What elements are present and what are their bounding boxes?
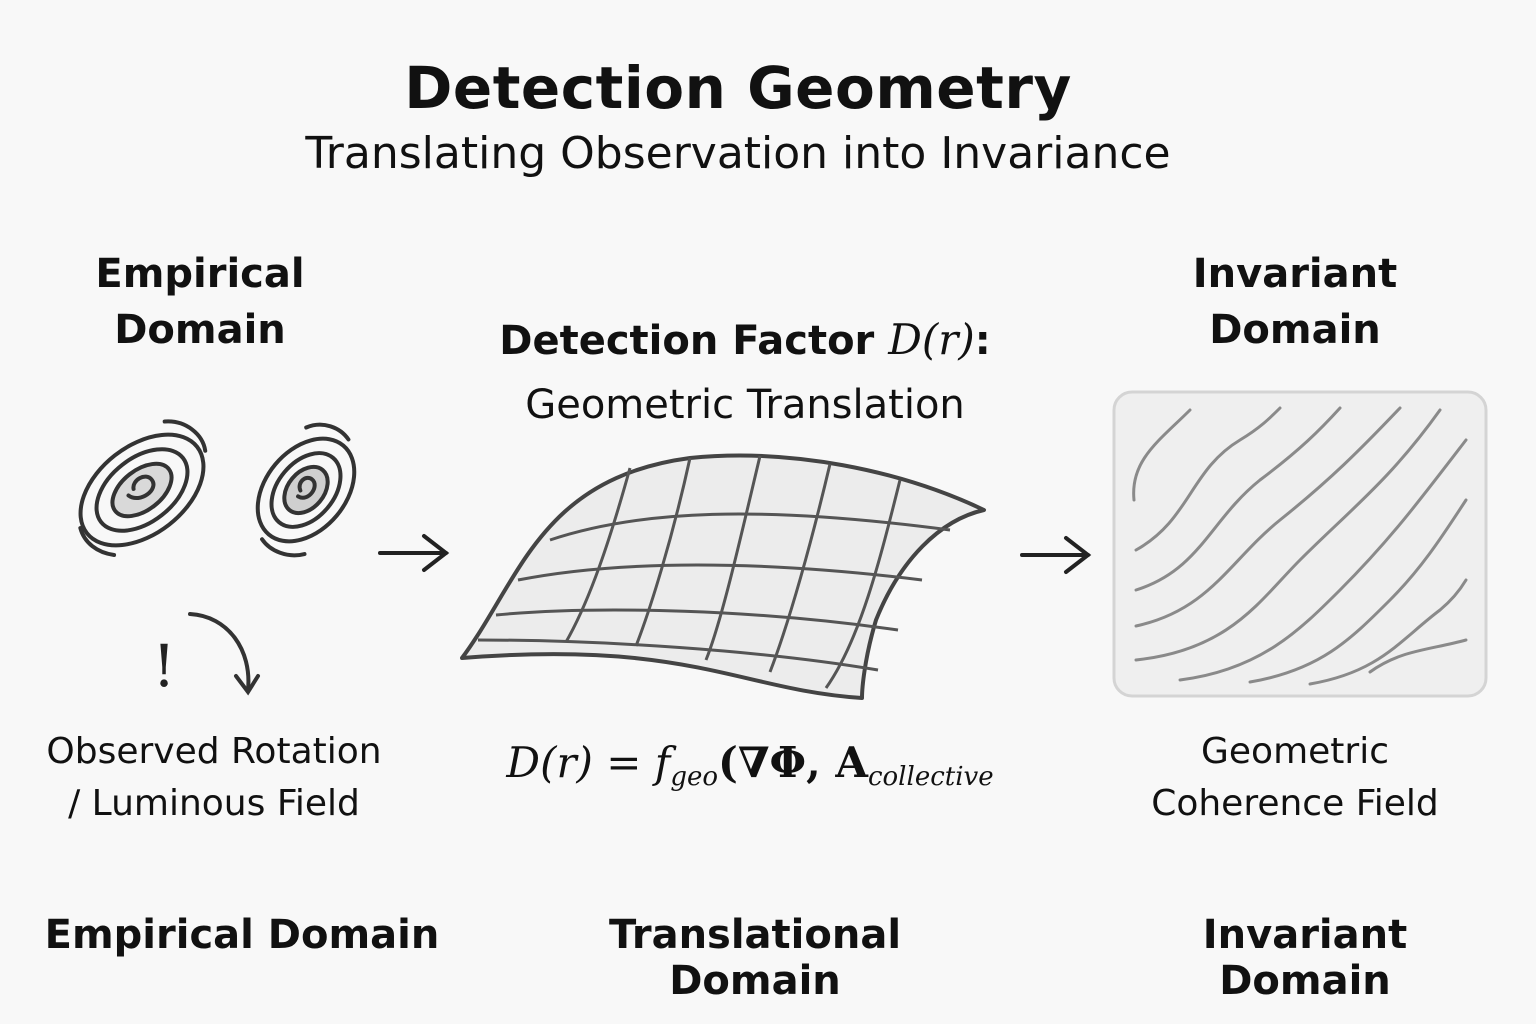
empirical-heading-line1: Empirical <box>95 251 305 297</box>
right-arrow-icon <box>378 534 450 572</box>
invariant-caption-line1: Geometric <box>1201 731 1389 772</box>
footer-translational-domain: Translational Domain <box>608 912 902 1004</box>
empirical-heading-line2: Domain <box>114 307 286 353</box>
formula-sub-geo: geo <box>670 762 719 792</box>
translational-heading-line2: Geometric Translation <box>525 382 965 428</box>
formula-sub-collective: collective <box>867 762 994 792</box>
exclamation-mark: ! <box>152 632 175 700</box>
empirical-caption-line2: / Luminous Field <box>68 783 360 824</box>
footer-invariant-domain: Invariant Domain <box>1202 912 1408 1004</box>
invariant-heading-line2: Domain <box>1209 307 1381 353</box>
translational-heading-line1: Detection Factor D(r): <box>499 315 991 364</box>
invariant-heading: Invariant Domain <box>1150 246 1440 358</box>
empirical-heading: Empirical Domain <box>60 246 340 358</box>
formula-args: (∇Φ, A <box>718 738 868 787</box>
translational-heading-math: D(r) <box>888 315 975 364</box>
diagram-title: Detection Geometry <box>404 54 1072 122</box>
invariant-heading-line1: Invariant <box>1192 251 1398 297</box>
translational-heading: Detection Factor D(r): Geometric Transla… <box>460 312 1030 433</box>
field-panel <box>1112 390 1488 698</box>
empirical-caption: Observed Rotation / Luminous Field <box>20 726 408 830</box>
invariant-caption-line2: Coherence Field <box>1151 783 1439 824</box>
invariant-caption: Geometric Coherence Field <box>1120 726 1470 830</box>
curved-grid-surface-icon <box>460 453 986 700</box>
footer-empirical-domain: Empirical Domain <box>44 912 440 958</box>
right-arrow-icon <box>1020 536 1092 574</box>
curved-arrow-icon <box>188 612 260 696</box>
formula-main: D(r) = f <box>506 738 671 787</box>
translational-heading-text: Detection Factor <box>499 318 889 364</box>
exclamation-icon: ! <box>152 632 175 700</box>
spiral-galaxy-icon <box>255 422 357 558</box>
detection-formula: D(r) = fgeo(∇Φ, Acollective <box>500 738 1000 792</box>
wavy-field-lines-icon <box>1112 390 1488 698</box>
spiral-galaxy-icon <box>78 419 208 557</box>
translational-heading-colon: : <box>974 318 991 364</box>
diagram-subtitle: Translating Observation into Invariance <box>305 128 1171 179</box>
empirical-caption-line1: Observed Rotation <box>46 731 382 772</box>
